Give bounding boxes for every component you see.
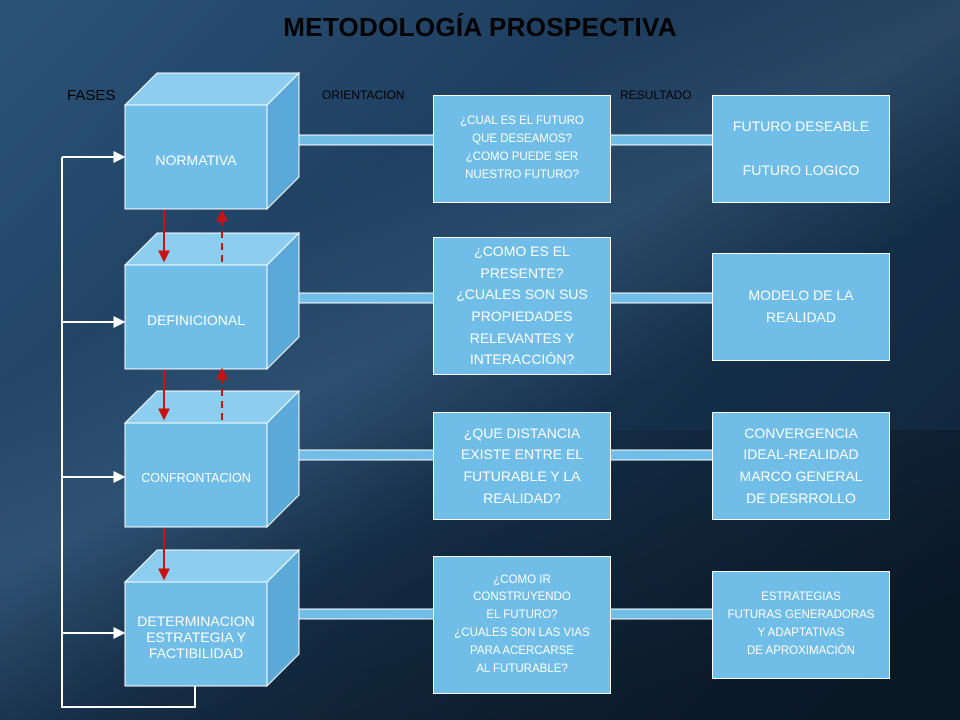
label-orientacion: ORIENTACION xyxy=(322,88,405,102)
orientation-box-line: PRESENTE? xyxy=(480,264,564,281)
orientation-box-line: AL FUTURABLE? xyxy=(476,662,568,675)
result-box-line: REALIDAD xyxy=(765,309,837,325)
result-box-line: DE DESRROLLO xyxy=(746,489,856,506)
connector-bar-left xyxy=(284,134,435,146)
connector-bar-right xyxy=(609,292,714,304)
orientation-box-line: INTERACCIÓN? xyxy=(469,351,575,368)
orientation-box-line: PARA ACERCARSE xyxy=(470,644,574,657)
label-resultado: RESULTADO xyxy=(620,88,692,102)
result-box-line xyxy=(733,138,869,160)
cube-front xyxy=(124,264,268,370)
result-box-text: MODELO DE LA REALIDAD xyxy=(748,285,853,328)
result-box-line: CONVERGENCIA xyxy=(744,424,858,441)
feedback-loop-line xyxy=(61,157,196,708)
orientation-box-line: FUTURABLE Y LA xyxy=(463,468,581,484)
orientation-box-line: ¿CUALES SON LAS VIAS xyxy=(454,627,590,639)
orientation-box-line: ¿CUALES SON SUS xyxy=(456,286,588,303)
result-box: FUTURO DESEABLE FUTURO LOGICO xyxy=(712,95,890,203)
phase-label-line: CONFRONTACION xyxy=(141,470,251,485)
result-box: CONVERGENCIA IDEAL-REALIDAD MARCO GENERAL D… xyxy=(712,412,890,520)
orientation-box-line: CONSTRUYENDO xyxy=(473,591,571,604)
orientation-box-text: ¿CUAL ES EL FUTURO QUE DESEAMOS? ¿COMO PUE… xyxy=(460,113,584,184)
connector-bar-left xyxy=(284,292,435,304)
cube-front xyxy=(124,422,268,528)
cube-front xyxy=(124,581,268,687)
connector-bar-left xyxy=(284,608,435,620)
connector-bar-right xyxy=(609,608,714,620)
connector-bar-right xyxy=(609,449,714,461)
result-box-text: ESTRATEGIAS FUTURAS GENERADORAS Y ADAPTATI… xyxy=(728,589,875,660)
phase-label-line: DEFINICIONAL xyxy=(146,311,245,328)
connector-bar-right xyxy=(609,134,714,146)
orientation-box-line: ¿COMO ES EL xyxy=(474,242,570,259)
result-box-line: MARCO GENERAL xyxy=(739,468,863,484)
orientation-box-line: EL FUTURO? xyxy=(486,609,558,622)
orientation-box-text: ¿COMO IR CONSTRUYENDO EL FUTURO? ¿CUALES SO… xyxy=(454,572,590,679)
orientation-box-line: PROPIEDADES xyxy=(471,308,573,324)
phase-label-line: FACTIBILIDAD xyxy=(148,645,244,662)
label-fases: FASES xyxy=(67,87,116,104)
phase-label-line: ESTRATEGIA Y xyxy=(146,628,246,645)
result-box-line: IDEAL-REALIDAD xyxy=(743,446,859,463)
orientation-box-line: NUESTRO FUTURO? xyxy=(465,168,579,181)
result-box-text: CONVERGENCIA IDEAL-REALIDAD MARCO GENERAL D… xyxy=(740,423,863,510)
orientation-box: ¿CUAL ES EL FUTURO QUE DESEAMOS? ¿COMO PUE… xyxy=(433,95,611,203)
orientation-box-line: REALIDAD? xyxy=(483,489,561,506)
orientation-box-line: ¿CUAL ES EL FUTURO xyxy=(460,115,584,128)
orientation-box-text: ¿QUE DISTANCIA EXISTE ENTRE EL FUTURABLE Y… xyxy=(461,423,583,510)
result-box-line: FUTURO DESEABLE xyxy=(732,118,870,135)
phase-label-line: DETERMINACION xyxy=(137,612,255,629)
result-box-line: Y ADAPTATIVAS xyxy=(757,627,845,639)
orientation-box-line: ¿QUE DISTANCIA xyxy=(463,424,581,441)
phase-label: DEFINICIONAL xyxy=(125,312,267,328)
page-title: METODOLOGÍA PROSPECTIVA xyxy=(283,12,677,42)
result-box-line: DE APROXIMACIÓN xyxy=(747,644,855,657)
orientation-box: ¿COMO IR CONSTRUYENDO EL FUTURO? ¿CUALES SO… xyxy=(433,556,611,694)
result-box-line: ESTRATEGIAS xyxy=(761,591,841,604)
result-box: ESTRATEGIAS FUTURAS GENERADORAS Y ADAPTATI… xyxy=(712,571,890,679)
orientation-box-line: QUE DESEAMOS? xyxy=(472,133,572,146)
phase-label: CONFRONTACION xyxy=(125,471,267,485)
orientation-box: ¿COMO ES EL PRESENTE? ¿CUALES SON SUS PROPI… xyxy=(433,237,611,375)
result-box-line: FUTURO LOGICO xyxy=(742,161,860,178)
result-box-line: MODELO DE LA xyxy=(748,287,854,304)
orientation-box-line: ¿COMO PUEDE SER xyxy=(465,151,579,163)
result-box: MODELO DE LA REALIDAD xyxy=(712,253,890,361)
orientation-box-line: RELEVANTES Y xyxy=(469,329,575,346)
orientation-box-line: ¿COMO IR xyxy=(493,573,551,586)
result-box-line: FUTURAS GENERADORAS xyxy=(727,609,875,622)
orientation-box: ¿QUE DISTANCIA EXISTE ENTRE EL FUTURABLE Y… xyxy=(433,412,611,520)
phase-label: NORMATIVA xyxy=(125,152,267,168)
connector-bar-left xyxy=(284,449,435,461)
orientation-box-line: EXISTE ENTRE EL xyxy=(460,446,584,463)
result-box-text: FUTURO DESEABLE FUTURO LOGICO xyxy=(733,116,869,181)
phase-label-line: NORMATIVA xyxy=(155,151,237,168)
orientation-box-text: ¿COMO ES EL PRESENTE? ¿CUALES SON SUS PROPI… xyxy=(456,241,587,371)
